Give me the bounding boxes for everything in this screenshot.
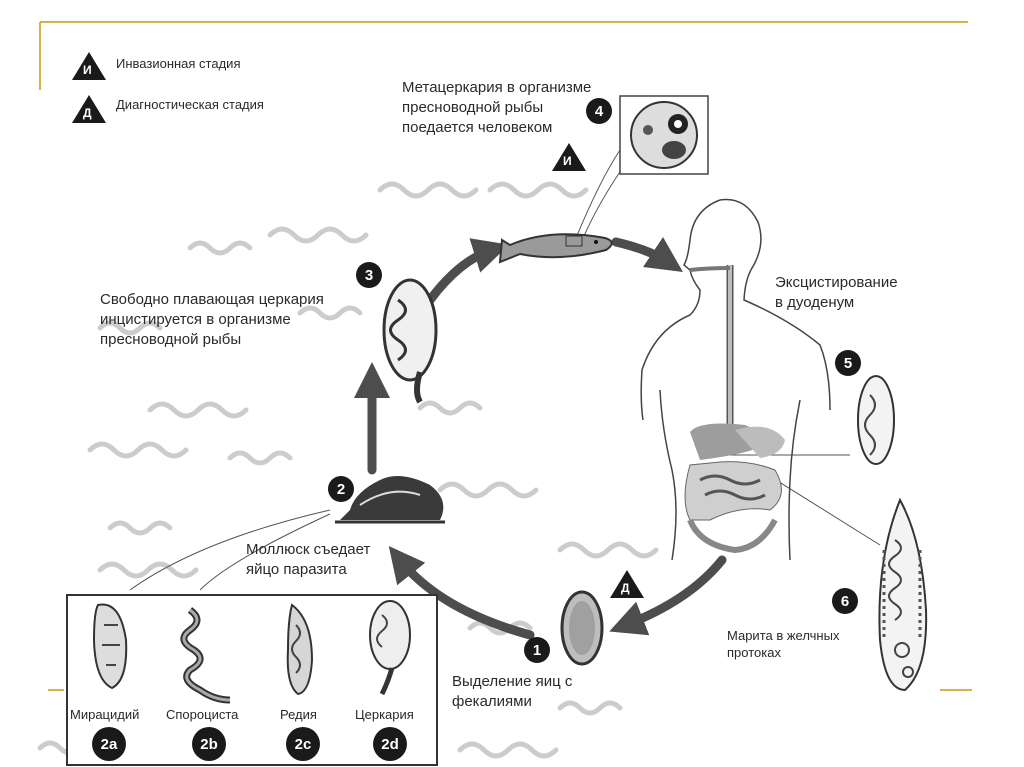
inset-badge-2a: 2a xyxy=(92,727,126,761)
stage4-number-badge: 4 xyxy=(586,98,612,124)
snail-illustration xyxy=(335,476,445,524)
stage4-invasion-marker-icon: И xyxy=(552,143,586,171)
stage5-number-badge: 5 xyxy=(835,350,861,376)
legend-invasion-label: Инвазионная стадия xyxy=(116,56,241,71)
legend-diagnostic-label: Диагностическая стадия xyxy=(116,97,264,112)
inset-badge-2b: 2b xyxy=(192,727,226,761)
inset-label-2c: Редия xyxy=(280,707,317,722)
metacercaria-box xyxy=(619,95,709,175)
stage2-number-badge: 2 xyxy=(328,476,354,502)
excysted-juvenile-illustration xyxy=(857,375,895,465)
stage6-text-line2: протоках xyxy=(727,645,781,660)
stage4-text-line3: поедается человеком xyxy=(402,119,553,136)
inset-badge-2c: 2c xyxy=(286,727,320,761)
inset-badge-2d: 2d xyxy=(373,727,407,761)
diagnostic-marker-letter: Д xyxy=(83,106,92,120)
pointer-lines xyxy=(129,149,881,591)
stage1-diagnostic-marker-icon: Д xyxy=(610,570,644,598)
human-silhouette xyxy=(640,198,831,561)
stage3-text-line1: Свободно плавающая церкария xyxy=(100,291,324,308)
stage4-text-line1: Метацеркария в организме xyxy=(402,79,592,96)
stage1-marker-letter: Д xyxy=(621,581,630,595)
stage3-text-line2: инцистируется в организме xyxy=(100,311,291,328)
stage4-marker-letter: И xyxy=(563,154,572,168)
invasion-marker-letter: И xyxy=(83,63,92,77)
stage4-text-line2: пресноводной рыбы xyxy=(402,99,544,116)
stage5-text-line2: в дуоденум xyxy=(775,294,855,311)
stage1-number-badge: 1 xyxy=(524,637,550,663)
frame-lines xyxy=(39,21,972,691)
diagnostic-marker-icon: Д xyxy=(72,95,106,123)
stage3-number-badge: 3 xyxy=(356,262,382,288)
stage1-text-line2: фекалиями xyxy=(452,693,532,710)
stage6-text-line1: Марита в желчных xyxy=(727,628,840,643)
adult-fluke-illustration xyxy=(878,497,928,692)
invasion-marker-icon: И xyxy=(72,52,106,80)
stage6-number-badge: 6 xyxy=(832,588,858,614)
digestive-organs xyxy=(684,423,785,554)
stage1-text-line1: Выделение яиц с xyxy=(452,673,573,690)
stage2-text-line2: яйцо паразита xyxy=(246,561,347,578)
fish-illustration xyxy=(498,233,613,264)
stage3-text-line3: пресноводной рыбы xyxy=(100,331,242,348)
inset-label-2a: Мирацидий xyxy=(70,707,140,722)
egg-illustration xyxy=(560,590,604,666)
inset-label-2b: Спороциста xyxy=(166,707,239,722)
cercaria-illustration xyxy=(382,278,438,404)
stage2-text-line1: Моллюск съедает xyxy=(246,541,371,558)
stage5-text-line1: Эксцистирование xyxy=(775,274,898,291)
inset-label-2d: Церкария xyxy=(355,707,414,722)
